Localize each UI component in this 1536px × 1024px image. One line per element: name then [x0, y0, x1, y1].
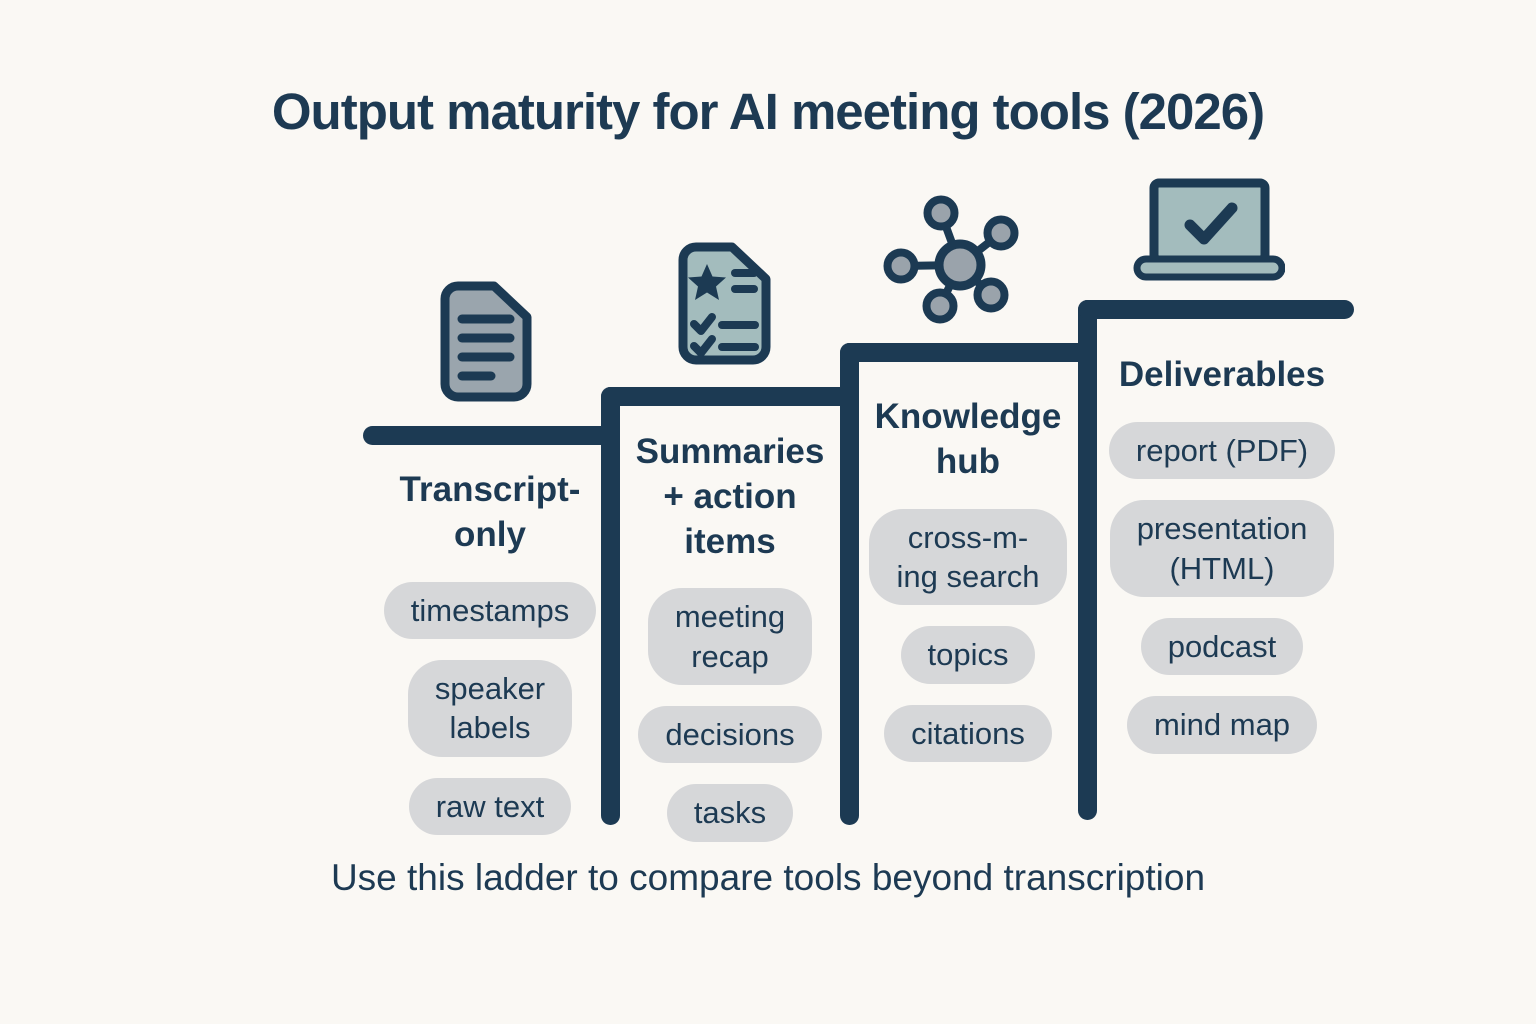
feature-pill: cross-m- ing search: [869, 508, 1067, 606]
ladder-step-2-vertical-bar: [601, 387, 620, 825]
feature-pill: citations: [884, 704, 1052, 763]
feature-pill: speaker labels: [407, 659, 573, 757]
feature-pill: presentation (HTML): [1109, 500, 1335, 597]
column-header: Transcript- only: [399, 470, 581, 554]
feature-pill: report (PDF): [1108, 421, 1336, 480]
ladder-step-4-horizontal-bar: [1078, 300, 1354, 319]
laptop-check-icon: [1133, 178, 1285, 281]
column-header: Deliverables: [1118, 355, 1326, 394]
column-transcript-only: Transcript- only timestamps speaker labe…: [372, 468, 608, 836]
feature-pill: decisions: [638, 706, 822, 764]
document-icon: [440, 281, 532, 402]
column-header: Summaries + action items: [635, 432, 825, 561]
ladder-step-2-horizontal-bar: [601, 387, 858, 406]
feature-pill: podcast: [1140, 617, 1304, 676]
page-title: Output maturity for AI meeting tools (20…: [271, 83, 1265, 140]
ladder-step-3-vertical-bar: [840, 343, 859, 825]
feature-pill: mind map: [1126, 696, 1318, 754]
feature-pill: meeting recap: [647, 588, 813, 686]
column-header: Knowledge hub: [874, 397, 1062, 481]
ladder-step-1-horizontal-bar: [363, 426, 619, 445]
feature-pill: tasks: [666, 784, 794, 842]
ladder-step-4-vertical-bar: [1078, 300, 1097, 820]
network-hub-icon: [883, 195, 1019, 324]
checklist-document-icon: [678, 242, 771, 365]
column-summaries-action-items: Summaries + action items meeting recap d…: [612, 430, 848, 842]
column-knowledge-hub: Knowledge hub cross-m- ing search topics…: [851, 395, 1085, 763]
ladder-step-3-horizontal-bar: [840, 343, 1096, 362]
feature-pill: raw text: [408, 777, 572, 836]
caption-text: Use this ladder to compare tools beyond …: [330, 857, 1206, 898]
feature-pill: topics: [900, 626, 1036, 684]
column-deliverables: Deliverables report (PDF) presentation (…: [1092, 353, 1352, 754]
feature-pill: timestamps: [383, 581, 597, 639]
